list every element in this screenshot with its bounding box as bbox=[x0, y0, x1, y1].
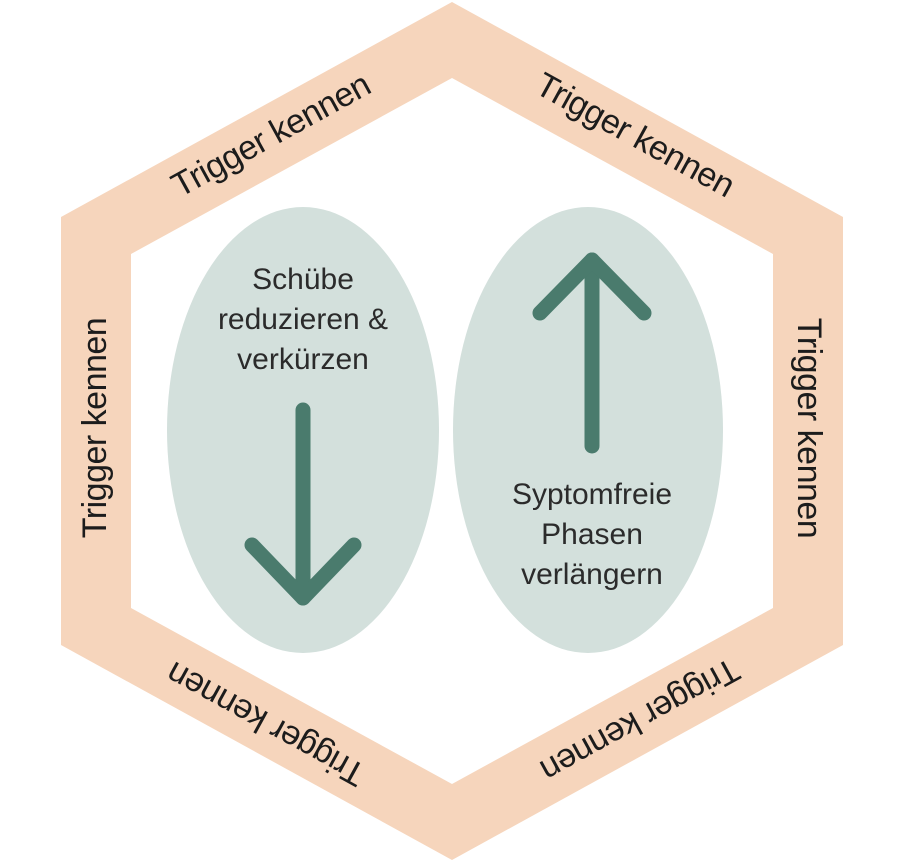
left-oval-label-line-1: Schübe bbox=[252, 263, 354, 296]
ring-label-left: Trigger kennen bbox=[76, 318, 114, 538]
left-oval-label-line-2: reduzieren & bbox=[218, 303, 388, 336]
left-oval-label-line-3: verkürzen bbox=[237, 343, 369, 376]
right-oval-label-line-3: verlängern bbox=[521, 558, 663, 591]
right-oval-group: Syptomfreie Phasen verlängern bbox=[453, 207, 723, 653]
right-oval-label-line-1: Syptomfreie bbox=[512, 478, 672, 511]
left-oval-group: Schübe reduzieren & verkürzen bbox=[167, 207, 439, 653]
arrow-up-icon bbox=[532, 252, 652, 454]
ring-label-right: Trigger kennen bbox=[790, 318, 828, 538]
arrow-down-icon bbox=[244, 402, 362, 606]
right-oval-label-line-2: Phasen bbox=[541, 518, 643, 551]
